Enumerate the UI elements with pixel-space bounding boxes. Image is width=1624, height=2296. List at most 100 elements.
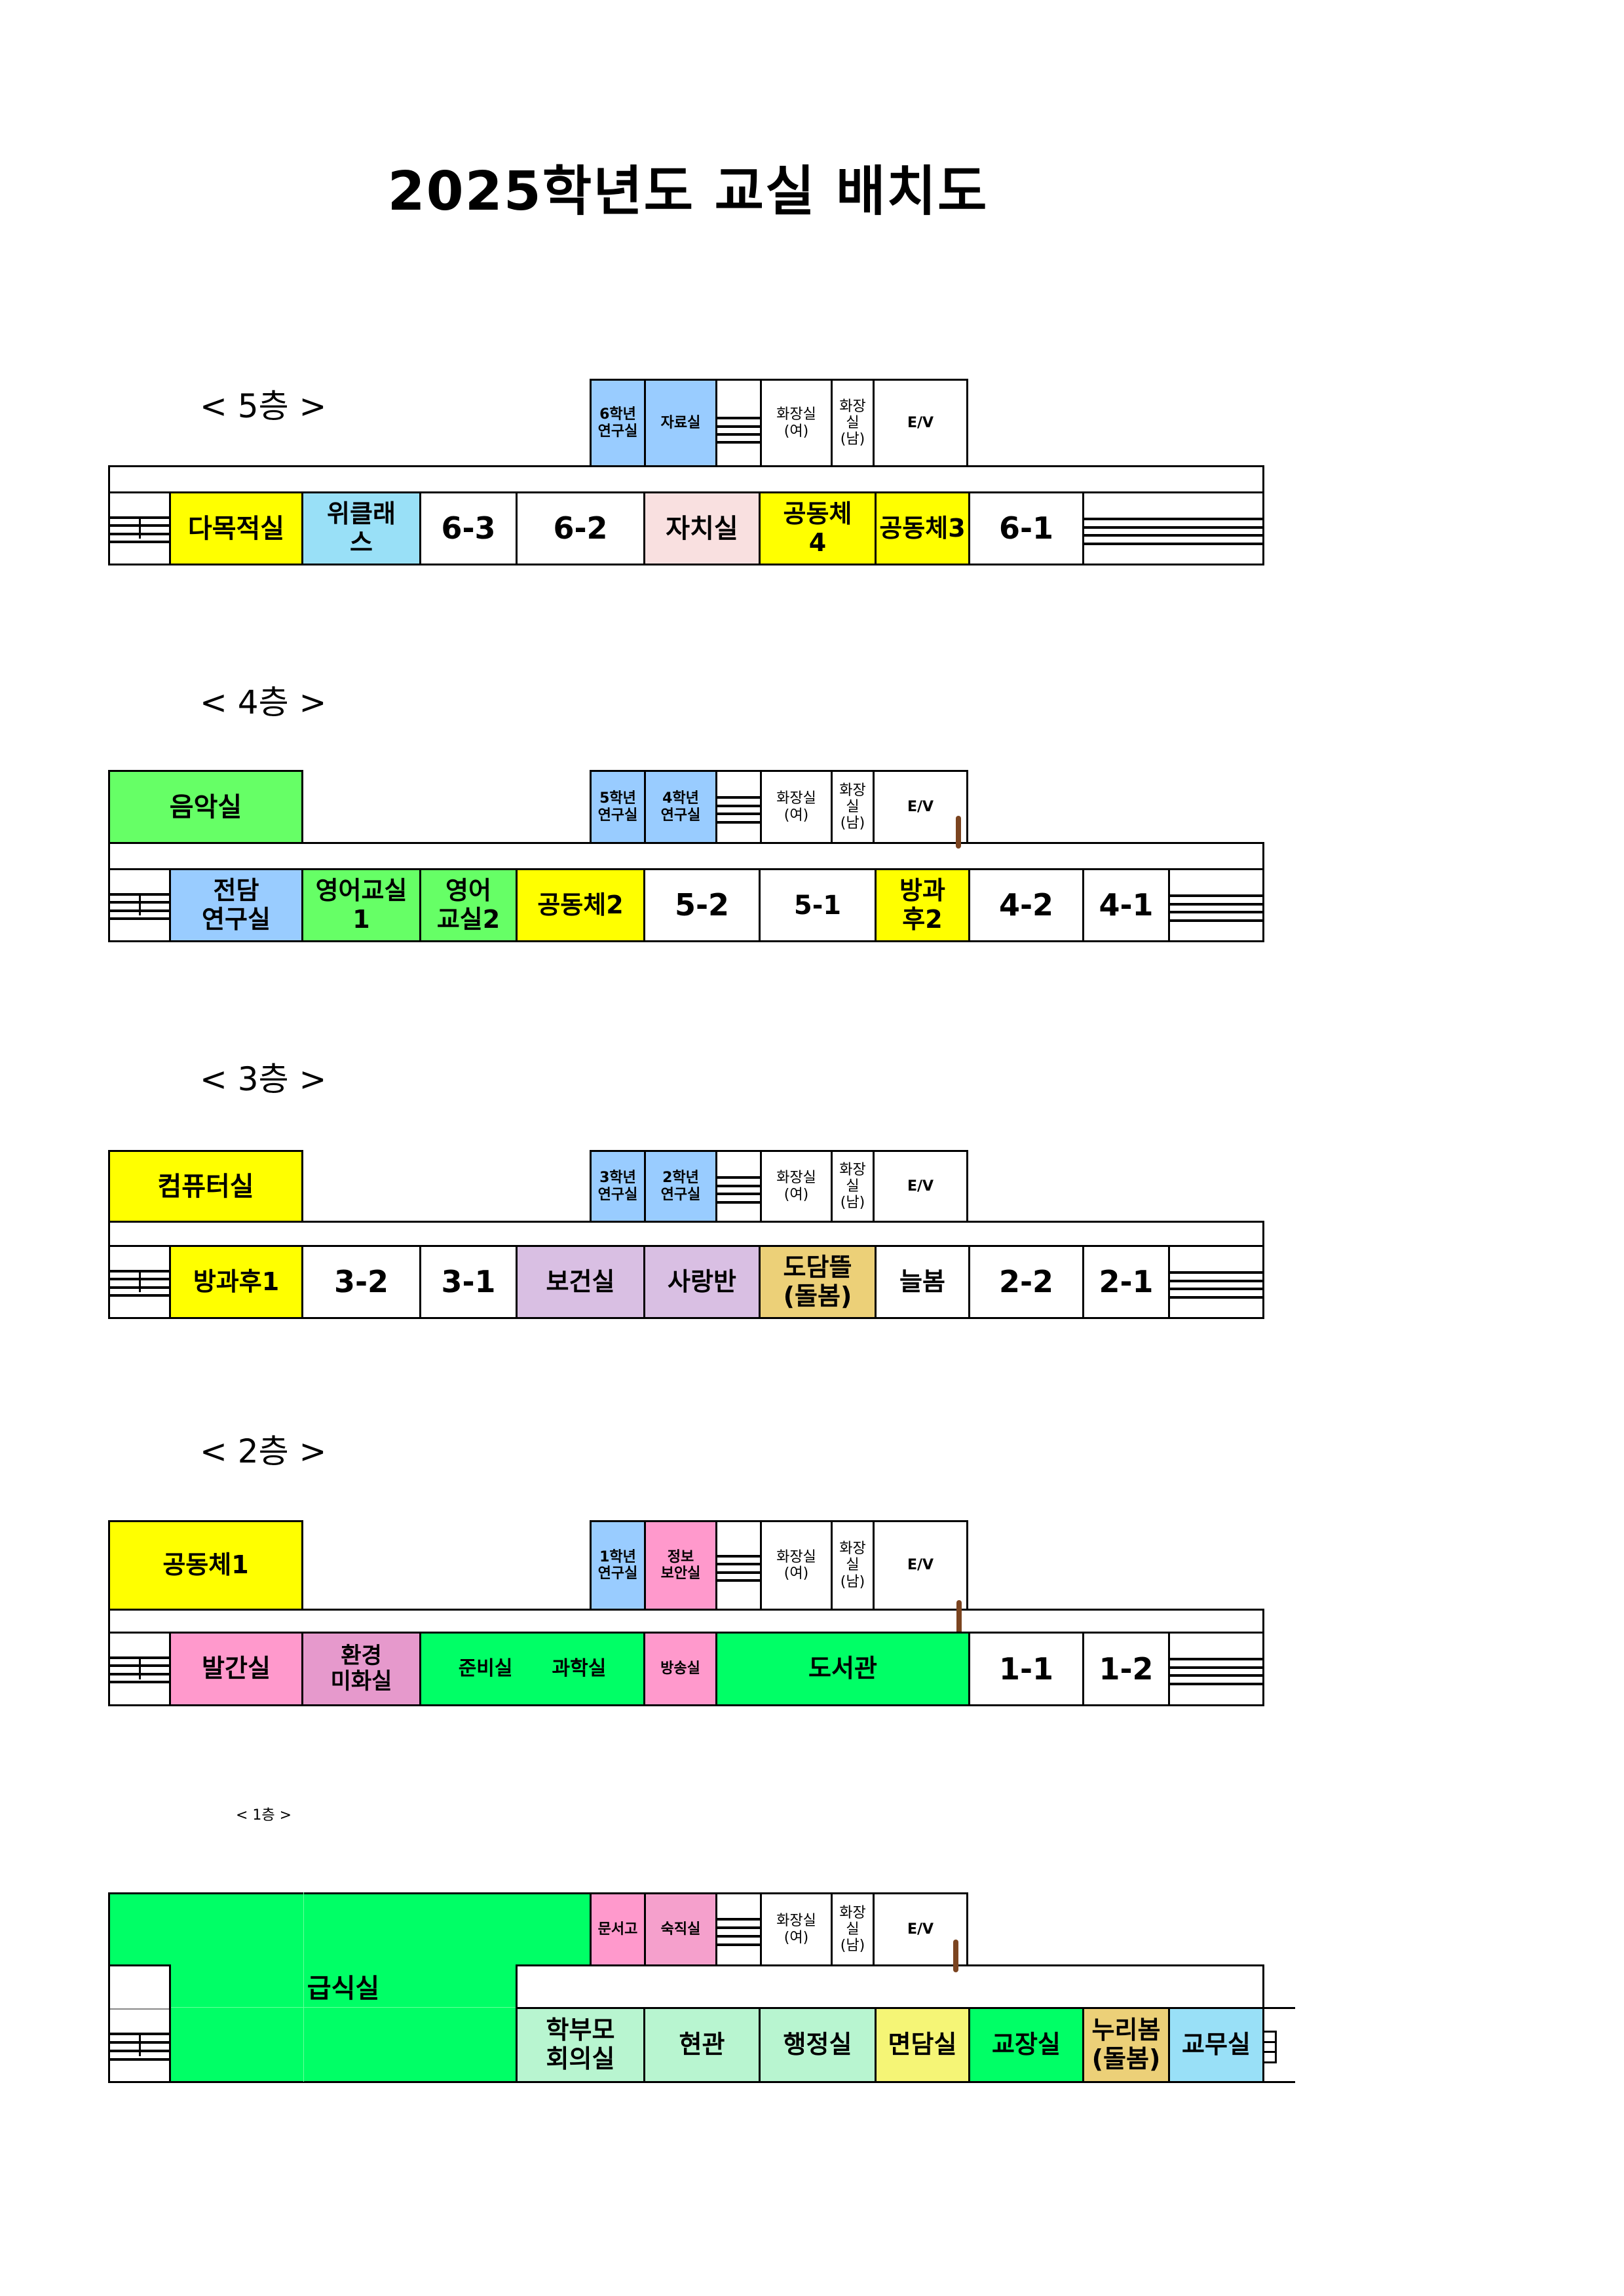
stairs-icon bbox=[108, 868, 171, 942]
room-counseling: 면담실 bbox=[875, 2007, 970, 2083]
floor-4-label: < 4층 > bbox=[200, 683, 327, 721]
classroom-2-1: 2-1 bbox=[1082, 1245, 1170, 1319]
room-night-duty: 숙직실 bbox=[644, 1892, 717, 1966]
room-computer-lab: 컴퓨터실 bbox=[108, 1150, 303, 1223]
floor-3-label: < 3층 > bbox=[200, 1060, 327, 1098]
room-resource: 자료실 bbox=[644, 379, 717, 467]
room-afterschool-1: 방과후1 bbox=[169, 1245, 303, 1319]
stairs-icon bbox=[108, 1632, 171, 1706]
classroom-1-2: 1-2 bbox=[1082, 1632, 1170, 1706]
door-icon bbox=[956, 1600, 962, 1636]
stairs-icon bbox=[715, 1892, 762, 1966]
room-sarang-class: 사랑반 bbox=[643, 1245, 761, 1319]
room-administration: 행정실 bbox=[759, 2007, 877, 2083]
room-1st-grade-office: 1학년 연구실 bbox=[590, 1520, 646, 1611]
classroom-3-2: 3-2 bbox=[301, 1245, 421, 1319]
room-principal: 교장실 bbox=[968, 2007, 1084, 2083]
room-5th-grade-office: 5학년 연구실 bbox=[590, 770, 646, 844]
room-neulbom: 늘봄 bbox=[875, 1245, 970, 1319]
room-2nd-grade-office: 2학년 연구실 bbox=[644, 1150, 717, 1223]
classroom-6-1: 6-1 bbox=[968, 491, 1084, 565]
restroom-men: 화장 실 (남) bbox=[831, 770, 875, 844]
room-community-3: 공동체3 bbox=[875, 491, 970, 565]
stairs-icon bbox=[715, 770, 762, 844]
classroom-1-1: 1-1 bbox=[968, 1632, 1084, 1706]
room-afterschool-2: 방과 후2 bbox=[875, 868, 970, 942]
room-community-2: 공동체2 bbox=[516, 868, 645, 942]
stairs-icon bbox=[715, 1520, 762, 1611]
room-specialist-office: 전담 연구실 bbox=[169, 868, 303, 942]
room-english-2: 영어 교실2 bbox=[419, 868, 518, 942]
room-6th-grade-office: 6학년 연구실 bbox=[590, 379, 646, 467]
elevator: E/V bbox=[873, 770, 968, 844]
restroom-women: 화장실 (여) bbox=[760, 1892, 833, 1966]
classroom-4-1: 4-1 bbox=[1082, 868, 1170, 942]
room-archive: 문서고 bbox=[590, 1892, 646, 1966]
room-entrance: 현관 bbox=[643, 2007, 761, 2083]
room-community-4: 공동체 4 bbox=[759, 491, 877, 565]
restroom-women: 화장실 (여) bbox=[760, 379, 833, 467]
stairs-icon bbox=[108, 1964, 171, 2083]
stairs-icon bbox=[108, 1245, 171, 1319]
room-teachers-office: 교무실 bbox=[1168, 2007, 1264, 2083]
floor-1-label: < 1층 > bbox=[236, 1807, 292, 1824]
stairs-icon bbox=[715, 379, 762, 467]
restroom-men: 화장 실 (남) bbox=[831, 1892, 875, 1966]
elevator: E/V bbox=[873, 1520, 968, 1611]
classroom-6-2: 6-2 bbox=[516, 491, 645, 565]
floor-2-label: < 2층 > bbox=[200, 1432, 327, 1470]
elevator: E/V bbox=[873, 379, 968, 467]
restroom-men: 화장 실 (남) bbox=[831, 1150, 875, 1223]
stairs-icon bbox=[1168, 868, 1264, 942]
cafeteria-divider bbox=[303, 1892, 304, 2082]
floor-5-label: < 5층 > bbox=[200, 387, 327, 425]
room-english-1: 영어교실 1 bbox=[301, 868, 421, 942]
classroom-5-1: 5-1 bbox=[759, 868, 877, 942]
room-multipurpose: 다목적실 bbox=[169, 491, 303, 565]
room-wee-class: 위클래 스 bbox=[301, 491, 421, 565]
room-publishing: 발간실 bbox=[169, 1632, 303, 1706]
stairs-icon bbox=[715, 1150, 762, 1223]
stairs-icon bbox=[1168, 1632, 1264, 1706]
room-info-security: 정보 보안실 bbox=[644, 1520, 717, 1611]
corridor bbox=[516, 1964, 1264, 2010]
classroom-5-2: 5-2 bbox=[643, 868, 761, 942]
room-science: 과학실 bbox=[552, 1656, 607, 1680]
room-environment: 환경 미화실 bbox=[301, 1632, 421, 1706]
classroom-2-2: 2-2 bbox=[968, 1245, 1084, 1319]
room-music: 음악실 bbox=[108, 770, 303, 844]
door-icon bbox=[956, 816, 961, 849]
room-library: 도서관 bbox=[715, 1632, 970, 1706]
restroom-women: 화장실 (여) bbox=[760, 770, 833, 844]
room-dodamddeul-care: 도담뜰 (돌봄) bbox=[759, 1245, 877, 1319]
stairs-icon bbox=[1262, 2007, 1295, 2083]
restroom-women: 화장실 (여) bbox=[760, 1150, 833, 1223]
room-broadcast: 방송실 bbox=[643, 1632, 717, 1706]
stairs-icon bbox=[1168, 1245, 1264, 1319]
stairs-icon bbox=[1082, 491, 1264, 565]
classroom-6-3: 6-3 bbox=[419, 491, 518, 565]
elevator: E/V bbox=[873, 1150, 968, 1223]
room-parent-meeting: 학부모 회의실 bbox=[516, 2007, 645, 2083]
stairs-icon bbox=[108, 491, 171, 565]
room-student-council: 자치실 bbox=[643, 491, 761, 565]
room-health: 보건실 bbox=[516, 1245, 645, 1319]
room-community-1: 공동체1 bbox=[108, 1520, 303, 1611]
door-icon bbox=[953, 1940, 958, 1972]
room-prep: 준비실 bbox=[458, 1656, 513, 1680]
room-nuribom-care: 누리봄 (돌봄) bbox=[1082, 2007, 1170, 2083]
cafeteria-divider bbox=[169, 2007, 518, 2008]
room-3rd-grade-office: 3학년 연구실 bbox=[590, 1150, 646, 1223]
restroom-men: 화장 실 (남) bbox=[831, 379, 875, 467]
cafeteria-bottom bbox=[169, 1964, 518, 2083]
elevator: E/V bbox=[873, 1892, 968, 1966]
room-science-lab: 준비실 과학실 bbox=[419, 1632, 645, 1706]
cafeteria-label: 급식실 bbox=[307, 1973, 380, 2004]
restroom-women: 화장실 (여) bbox=[760, 1520, 833, 1611]
room-4th-grade-office: 4학년 연구실 bbox=[644, 770, 717, 844]
cafeteria-top bbox=[108, 1892, 592, 1966]
classroom-4-2: 4-2 bbox=[968, 868, 1084, 942]
restroom-men: 화장 실 (남) bbox=[831, 1520, 875, 1611]
classroom-3-1: 3-1 bbox=[419, 1245, 518, 1319]
page-title: 2025학년도 교실 배치도 bbox=[387, 161, 989, 223]
